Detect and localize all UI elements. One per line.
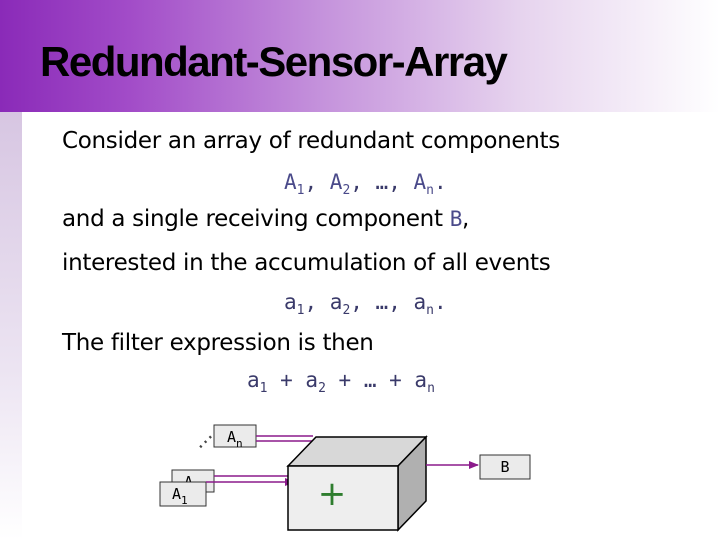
- sensor-to-filter-arrows: [206, 435, 313, 486]
- event-a2: a2: [329, 290, 351, 318]
- sensor-a1-box: A1: [159, 481, 207, 507]
- text-line-receiving: and a single receiving component B,: [62, 206, 470, 232]
- receiver-b-box: B: [479, 454, 531, 480]
- svg-text:An: An: [227, 428, 243, 450]
- events-expression: a1, a2, …, an.: [284, 290, 447, 318]
- component-an: An: [413, 170, 434, 198]
- text-line-filter: The filter expression is then: [62, 330, 374, 356]
- components-expression: A1, A2, …, An.: [284, 170, 447, 198]
- filter-expression: a1 + a2 + … + an: [247, 368, 435, 396]
- text-line-consider: Consider an array of redundant component…: [62, 128, 560, 154]
- filter-cube-front: [287, 465, 399, 531]
- event-an: an: [413, 290, 434, 318]
- event-a1: a1: [284, 290, 305, 318]
- text-line-interested: interested in the accumulation of all ev…: [62, 250, 551, 276]
- sensor-an-label: A: [227, 428, 236, 446]
- filter-cube: +: [286, 435, 428, 532]
- sensor-a1-label: A: [172, 485, 181, 503]
- component-a1: A1: [284, 170, 305, 198]
- filter-plus-symbol: +: [318, 474, 347, 514]
- sensor-ellipsis: …: [186, 422, 217, 453]
- svg-text:A1: A1: [172, 485, 188, 507]
- left-margin-gradient: [0, 112, 22, 540]
- title-background-gradient: [0, 0, 720, 112]
- receiver-b-label: B: [500, 458, 509, 476]
- filter-term-an: an: [414, 368, 435, 396]
- filter-term-a1: a1: [247, 368, 268, 396]
- slide-title: Redundant-Sensor-Array: [40, 38, 508, 85]
- filter-term-a2: a2: [305, 368, 326, 396]
- sensor-an-box: An: [213, 424, 257, 450]
- receiver-component-b: B: [449, 207, 463, 231]
- component-a2: A2: [329, 170, 351, 198]
